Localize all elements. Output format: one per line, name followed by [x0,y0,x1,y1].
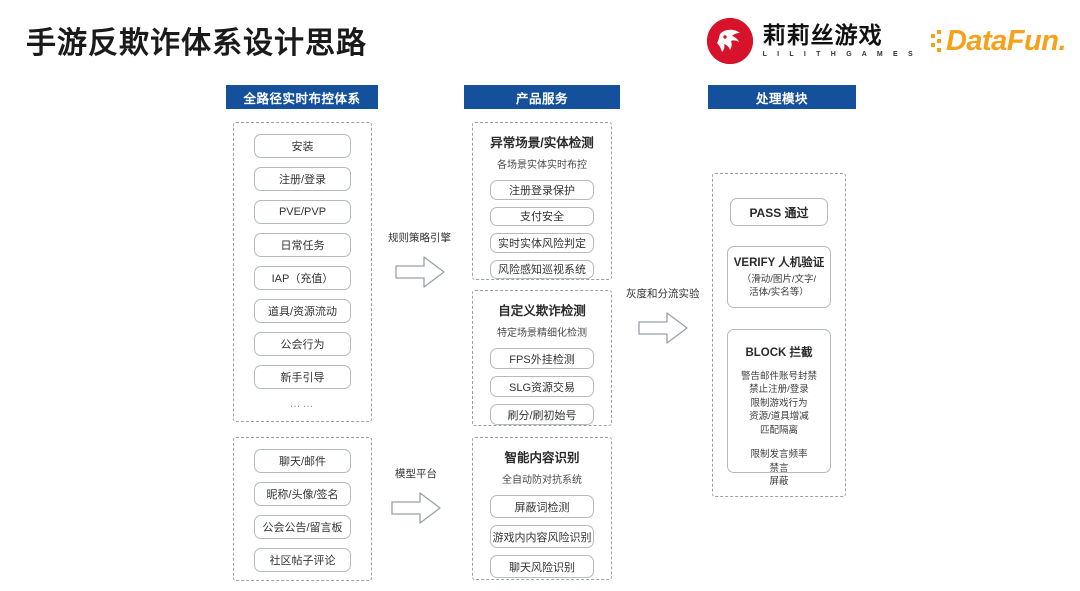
list-item[interactable]: FPS外挂检测 [490,348,594,369]
list-item[interactable]: 游戏内内容风险识别 [490,525,594,548]
group-content-recognition: 智能内容识别 全自动防对抗系统 屏蔽词检测 游戏内内容风险识别 聊天风险识别 [472,437,612,580]
group-custom-fraud-detection: 自定义欺诈检测 特定场景精细化检测 FPS外挂检测 SLG资源交易 刷分/刷初始… [472,290,612,426]
list-item[interactable]: 聊天/邮件 [254,449,351,473]
arrow-right-icon [391,492,441,524]
group-subtitle: 各场景实体实时布控 [497,160,587,171]
arrow-label: 规则策略引擎 [388,232,451,244]
brand-bar: 莉莉丝游戏 L I L I T H G A M E S DataFun. [706,18,1067,64]
arrow-rule-engine: 规则策略引擎 [388,230,451,291]
arrow-grayscale-experiment: 灰度和分流实验 [626,286,700,347]
list-item[interactable]: IAP（充值） [254,266,351,290]
group-subtitle: 特定场景精细化检测 [497,328,587,339]
datafun-dots-icon [930,30,941,52]
list-item[interactable]: 昵称/头像/签名 [254,482,351,506]
list-item[interactable]: 风险感知巡视系统 [490,259,594,279]
group-handling-actions: PASS 通过 VERIFY 人机验证 （滑动/图片/文字/活体/实名等） BL… [712,173,846,497]
action-block-detail-primary: 警告邮件账号封禁禁止注册/登录限制游戏行为资源/道具增减匹配隔离 [740,371,817,436]
list-ellipsis: …… [289,398,316,410]
action-pass[interactable]: PASS 通过 [730,198,828,226]
list-item[interactable]: PVE/PVP [254,200,351,224]
list-item[interactable]: 日常任务 [254,233,351,257]
list-item[interactable]: 刷分/刷初始号 [490,404,594,425]
action-verify[interactable]: VERIFY 人机验证 （滑动/图片/文字/活体/实名等） [727,246,831,308]
list-item[interactable]: 道具/资源流动 [254,299,351,323]
arrow-model-platform: 模型平台 [390,466,442,527]
list-item[interactable]: 新手引导 [254,365,351,389]
action-verify-title: VERIFY 人机验证 [733,257,825,270]
action-block-title: BLOCK 拦截 [745,347,813,359]
action-verify-detail: （滑动/图片/文字/活体/实名等） [741,274,817,298]
action-block[interactable]: BLOCK 拦截 警告邮件账号封禁禁止注册/登录限制游戏行为资源/道具增减匹配隔… [727,329,831,487]
list-item[interactable]: SLG资源交易 [490,376,594,397]
page-title: 手游反欺诈体系设计思路 [26,27,367,60]
datafun-logo: DataFun. [930,24,1067,57]
column-header-products: 产品服务 [464,85,620,109]
list-item[interactable]: 屏蔽词检测 [490,495,594,518]
column-header-paths: 全路径实时布控体系 [226,85,378,109]
list-item[interactable]: 公会公告/留言板 [254,515,351,539]
group-subtitle: 全自动防对抗系统 [502,475,582,486]
lilith-lion-icon [706,18,753,64]
arrow-label: 灰度和分流实验 [626,288,700,300]
group-title: 自定义欺诈检测 [498,304,586,318]
group-gameplay-paths: 安装 注册/登录 PVE/PVP 日常任务 IAP（充值） 道具/资源流动 公会… [233,122,372,422]
list-item[interactable]: 支付安全 [490,206,594,226]
list-item[interactable]: 聊天风险识别 [490,555,594,578]
column-header-actions: 处理模块 [708,85,856,109]
list-item[interactable]: 注册/登录 [254,167,351,191]
list-item[interactable]: 安装 [254,134,351,158]
arrow-right-icon [638,312,688,344]
group-title: 异常场景/实体检测 [490,136,594,150]
list-item[interactable]: 注册登录保护 [490,180,594,200]
group-anomaly-detection: 异常场景/实体检测 各场景实体实时布控 注册登录保护 支付安全 实时实体风险判定… [472,122,612,280]
arrow-right-icon [394,256,445,288]
list-item[interactable]: 社区帖子评论 [254,548,351,572]
arrow-label: 模型平台 [395,468,437,480]
lilith-name-en: L I L I T H G A M E S [762,51,917,58]
lilith-wordmark: 莉莉丝游戏 L I L I T H G A M E S [762,22,917,59]
datafun-wordmark: DataFun. [945,24,1067,57]
list-item[interactable]: 实时实体风险判定 [490,233,594,253]
list-item[interactable]: 公会行为 [254,332,351,356]
lilith-name-cn: 莉莉丝游戏 [762,22,883,48]
group-title: 智能内容识别 [504,451,580,465]
group-social-paths: 聊天/邮件 昵称/头像/签名 公会公告/留言板 社区帖子评论 [233,437,372,581]
action-block-detail-secondary: 限制发言频率禁言屏蔽 [750,449,808,488]
